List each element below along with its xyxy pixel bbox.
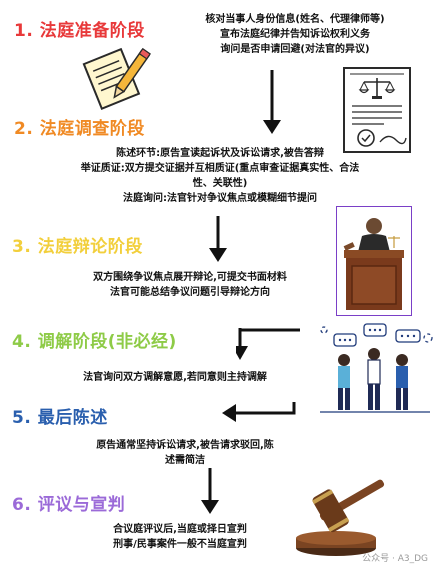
stage-5-title: 5. 最后陈述	[12, 408, 108, 428]
stage-5-line-1: 原告通常坚持诉讼请求,被告请求驳回,陈	[96, 440, 274, 451]
stage-1-line-1: 核对当事人身份信息(姓名、代理律师等)	[205, 14, 385, 25]
stage-4-title: 4. 调解阶段(非必经)	[12, 332, 177, 352]
stage-2-line-2: 举证质证:双方提交证据并互相质证(重点审查证据真实性、合法	[80, 163, 360, 174]
stage-1-title: 1. 法庭准备阶段	[14, 21, 145, 41]
discussion-people-icon	[320, 323, 433, 413]
stage-6-title: 6. 评议与宣判	[12, 495, 126, 515]
stage-1-line-2: 宣布法庭纪律并告知诉讼权利义务	[220, 29, 370, 40]
stage-6-line-2: 刑事/民事案件一般不当庭宣判	[113, 539, 247, 550]
arrow-1-to-2	[263, 70, 281, 134]
stage-4-desc: 法官询问双方调解意愿,若同意则主持调解	[40, 370, 310, 385]
stage-2-line-3: 性、关联性)	[192, 178, 248, 189]
stage-5-line-2: 述需简洁	[165, 455, 205, 466]
stage-6-desc: 合议庭评议后,当庭或择日宣判 刑事/民事案件一般不当庭宣判	[60, 522, 300, 552]
contract-pen-icon	[82, 47, 151, 110]
arrow-2-to-3	[209, 216, 227, 262]
arrow-4-to-5	[222, 402, 296, 422]
stage-5-desc: 原告通常坚持诉讼请求,被告请求驳回,陈 述需简洁	[40, 438, 330, 468]
arrow-5-to-6	[201, 468, 219, 514]
watermark: 公众号 · A3_DG	[362, 554, 428, 564]
stage-4-line-1: 法官询问双方调解意愿,若同意则主持调解	[83, 372, 267, 383]
gavel-icon	[296, 479, 385, 556]
stage-6-line-1: 合议庭评议后,当庭或择日宣判	[113, 524, 247, 535]
stage-1-desc: 核对当事人身份信息(姓名、代理律师等) 宣布法庭纪律并告知诉讼权利义务 询问是否…	[160, 12, 430, 57]
stage-2-desc: 陈述环节:原告宣读起诉状及诉讼请求,被告答辩 举证质证:双方提交证据并互相质证(…	[8, 146, 432, 206]
judge-bench-icon	[336, 206, 412, 316]
stage-3-title: 3. 法庭辩论阶段	[12, 237, 143, 257]
arrow-3-to-4	[236, 328, 300, 360]
legal-document-icon	[343, 67, 411, 153]
stage-2-title: 2. 法庭调查阶段	[14, 119, 145, 139]
stage-2-line-1: 陈述环节:原告宣读起诉状及诉讼请求,被告答辩	[116, 148, 324, 159]
stage-2-line-4: 法庭询问:法官针对争议焦点或模糊细节提问	[123, 193, 317, 204]
stage-3-desc: 双方围绕争议焦点展开辩论,可提交书面材料 法官可能总结争议问题引导辩论方向	[40, 270, 340, 300]
stage-3-line-1: 双方围绕争议焦点展开辩论,可提交书面材料	[93, 272, 287, 283]
stage-3-line-2: 法官可能总结争议问题引导辩论方向	[110, 287, 270, 298]
stage-1-line-3: 询问是否申请回避(对法官的异议)	[220, 44, 370, 55]
